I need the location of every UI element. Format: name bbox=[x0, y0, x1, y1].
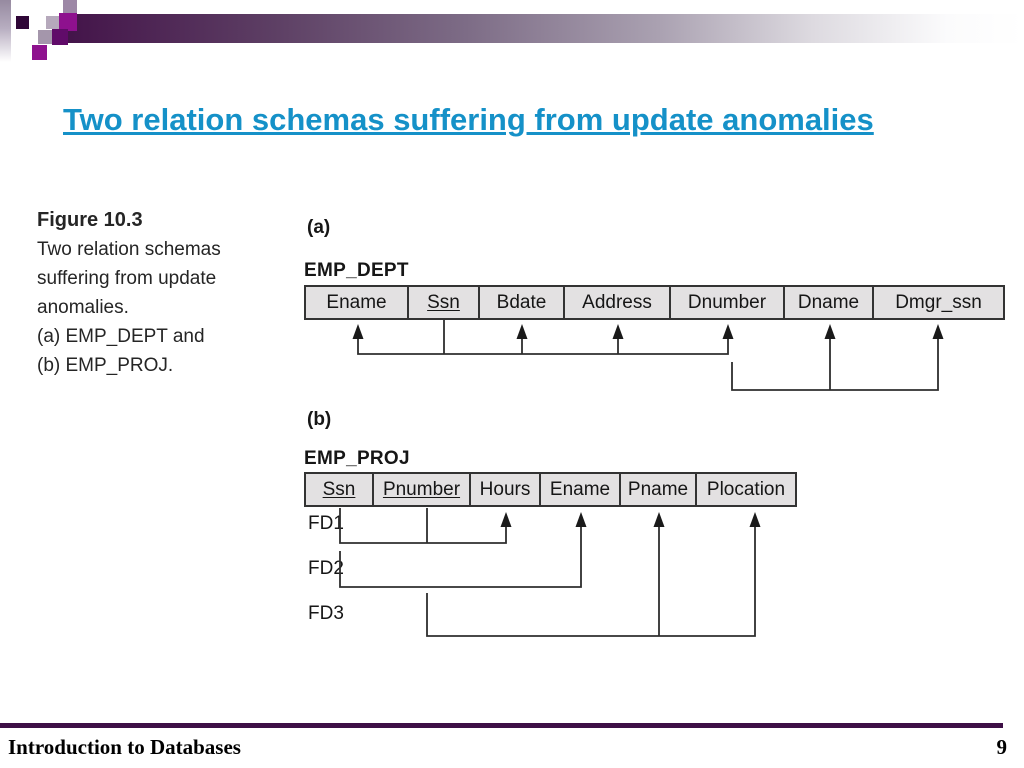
emp-dept-column-address: Address bbox=[565, 287, 671, 318]
deco-square bbox=[52, 29, 68, 45]
fd3-label: FD3 bbox=[308, 603, 344, 624]
fd2-label: FD2 bbox=[308, 558, 344, 579]
emp-dept-relation-name: EMP_DEPT bbox=[304, 260, 409, 281]
deco-square bbox=[63, 0, 77, 15]
emp-dept-column-dmgr-ssn: Dmgr_ssn bbox=[874, 287, 1003, 318]
emp-dept-column-dnumber: Dnumber bbox=[671, 287, 785, 318]
column-label: Dmgr_ssn bbox=[895, 291, 982, 313]
column-label: Plocation bbox=[706, 478, 786, 500]
column-label: Ssn bbox=[322, 478, 356, 500]
column-label: Ename bbox=[549, 478, 611, 500]
figure-caption-title: Figure 10.3 bbox=[37, 209, 143, 231]
emp-proj-column-hours: Hours bbox=[471, 474, 541, 505]
deco-square bbox=[32, 45, 47, 60]
column-label: Ssn bbox=[427, 291, 460, 313]
emp-dept-table: Ename Ssn Bdate Address Dnumber Dname Dm… bbox=[304, 285, 1005, 320]
emp-proj-relation-name: EMP_PROJ bbox=[304, 448, 410, 469]
figure-part-a-label: (a) bbox=[307, 217, 331, 238]
column-label: Ename bbox=[326, 291, 387, 313]
emp-proj-column-plocation: Plocation bbox=[697, 474, 795, 505]
deco-gradient-bar bbox=[62, 14, 1024, 43]
footer-divider bbox=[0, 723, 1003, 728]
deco-left-strip bbox=[0, 0, 11, 62]
footer-course-title: Introduction to Databases bbox=[8, 735, 241, 759]
column-label: Address bbox=[582, 291, 652, 313]
figure-caption-line: Two relation schemas bbox=[37, 239, 221, 260]
deco-square bbox=[46, 16, 59, 29]
emp-proj-column-ename: Ename bbox=[541, 474, 621, 505]
emp-proj-table: Ssn Pnumber Hours Ename Pname Plocation bbox=[304, 472, 797, 507]
emp-dept-column-ssn: Ssn bbox=[409, 287, 480, 318]
column-label: Dnumber bbox=[687, 291, 767, 313]
figure-caption-line: (b) EMP_PROJ. bbox=[37, 355, 174, 376]
emp-dept-fd-arrows-diagram bbox=[352, 320, 944, 391]
column-label: Pname bbox=[627, 478, 689, 500]
column-label: Hours bbox=[479, 478, 531, 500]
footer-page-number: 9 bbox=[996, 735, 1008, 759]
column-label: Dname bbox=[797, 291, 860, 313]
emp-proj-column-pname: Pname bbox=[621, 474, 697, 505]
column-label: Bdate bbox=[496, 291, 547, 313]
emp-dept-column-ename: Ename bbox=[306, 287, 409, 318]
figure-caption-line: (a) EMP_DEPT and bbox=[37, 326, 205, 347]
emp-dept-column-dname: Dname bbox=[785, 287, 874, 318]
emp-proj-column-pnumber: Pnumber bbox=[374, 474, 471, 505]
deco-square bbox=[16, 16, 29, 29]
emp-proj-fd-arrows-diagram bbox=[339, 508, 761, 637]
fd1-label: FD1 bbox=[308, 513, 344, 534]
slide-title: Two relation schemas suffering from upda… bbox=[63, 102, 874, 137]
deco-square bbox=[38, 30, 52, 44]
column-label: Pnumber bbox=[382, 478, 461, 500]
figure-part-b-label: (b) bbox=[307, 409, 332, 430]
emp-proj-column-ssn: Ssn bbox=[306, 474, 374, 505]
figure-caption-line: suffering from update bbox=[37, 268, 217, 289]
figure-caption: Figure 10.3 Two relation schemas sufferi… bbox=[37, 206, 267, 380]
emp-dept-column-bdate: Bdate bbox=[480, 287, 565, 318]
figure-caption-line: anomalies. bbox=[37, 297, 129, 318]
deco-square bbox=[59, 13, 77, 31]
